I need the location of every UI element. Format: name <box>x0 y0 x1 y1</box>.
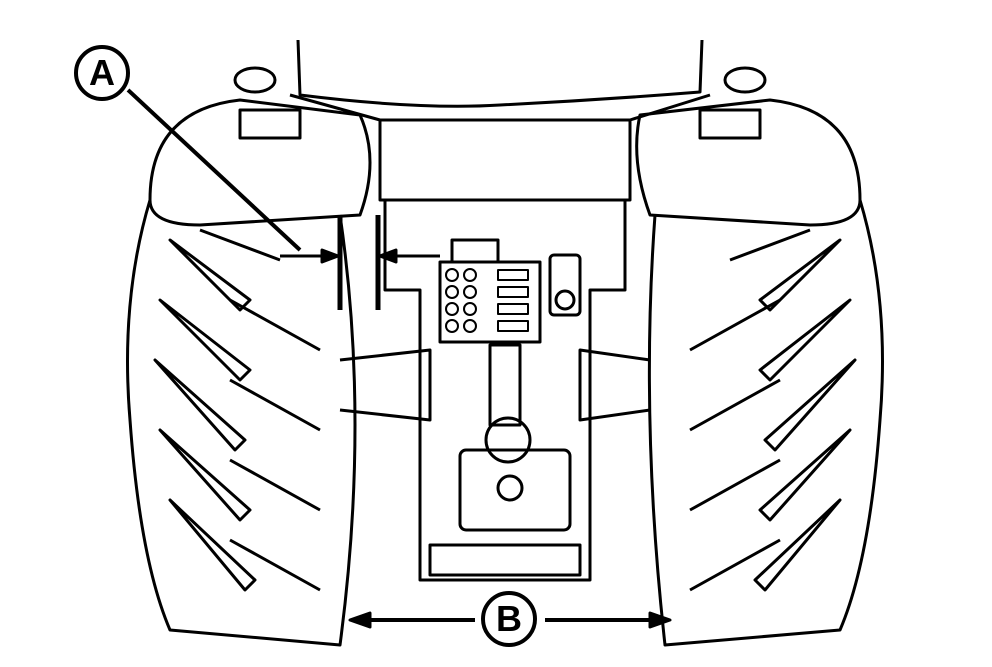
right-tire <box>647 199 884 647</box>
left-tire <box>126 199 357 647</box>
callout-b-label: B <box>496 598 522 639</box>
right-fender <box>635 98 862 227</box>
callout-b: B <box>481 591 537 647</box>
callout-a: A <box>74 45 130 101</box>
left-fender <box>148 98 372 227</box>
callout-a-label: A <box>89 52 115 93</box>
